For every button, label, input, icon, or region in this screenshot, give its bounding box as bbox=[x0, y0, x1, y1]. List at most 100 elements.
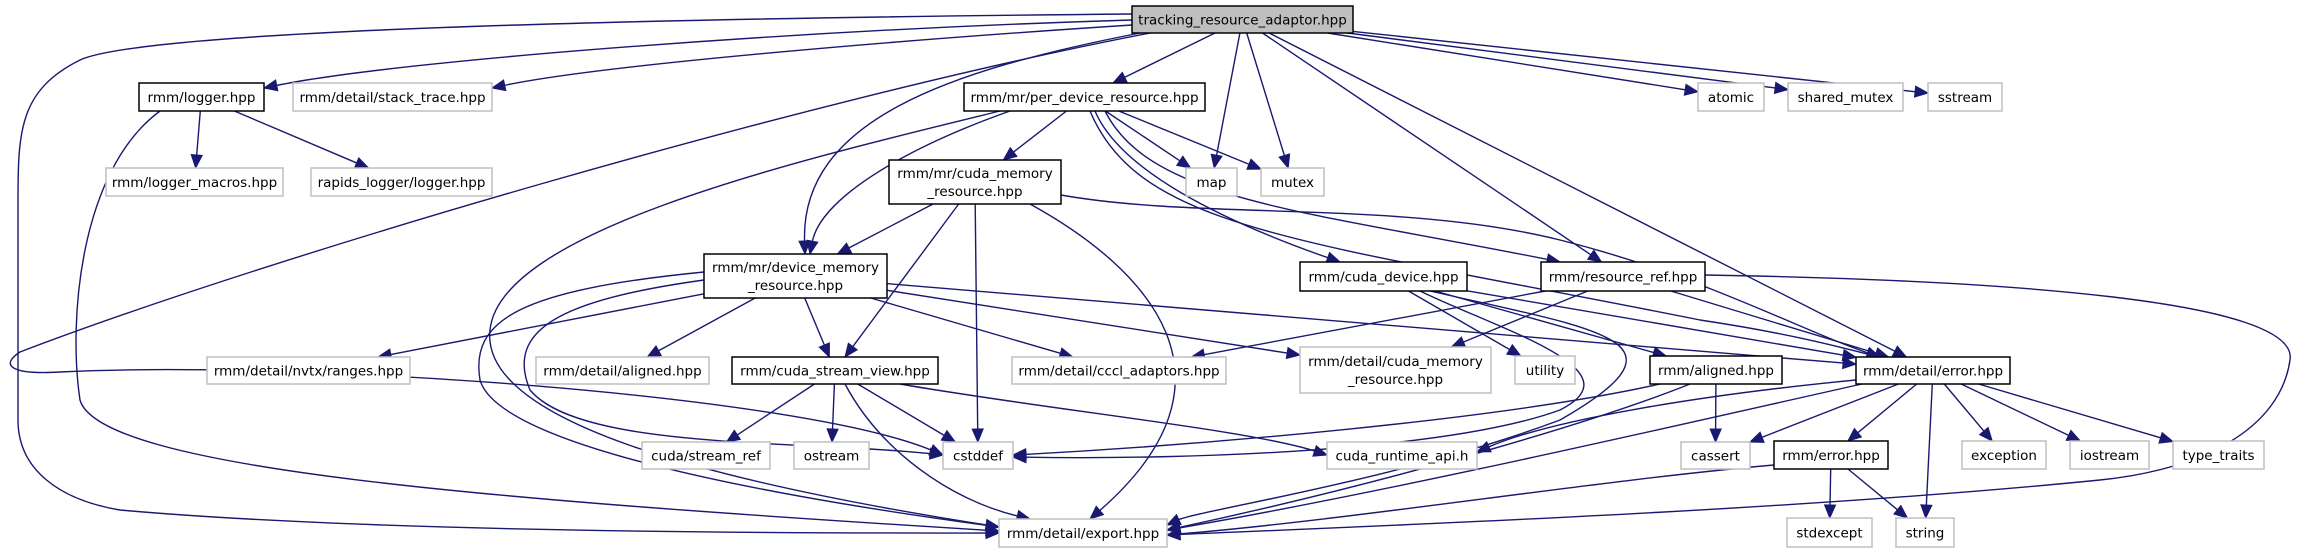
edge-aligned-to-cassert bbox=[1709, 383, 1722, 444]
node-box[interactable] bbox=[1773, 440, 1889, 470]
edge-line bbox=[195, 110, 201, 157]
node-resource-ref[interactable]: rmm/resource_ref.hpp bbox=[1540, 261, 1706, 292]
node-cccl-adaptors: rmm/detail/cccl_adaptors.hpp bbox=[1011, 356, 1227, 385]
edge-line bbox=[17, 13, 1133, 534]
edge-aligned-to-cstddef bbox=[1011, 383, 1661, 461]
node-box[interactable] bbox=[1649, 355, 1783, 385]
node-box bbox=[942, 441, 1014, 470]
node-box bbox=[1260, 167, 1325, 197]
edge-line bbox=[803, 32, 1141, 243]
edges-layer bbox=[9, 13, 2291, 541]
arrowhead-icon bbox=[836, 242, 853, 255]
node-box[interactable] bbox=[703, 253, 888, 299]
node-stdexcept: stdexcept bbox=[1786, 517, 1873, 548]
edge-line bbox=[1670, 290, 1878, 355]
edge-line bbox=[851, 203, 960, 348]
node-cuda-stream-view[interactable]: rmm/cuda_stream_view.hpp bbox=[731, 356, 939, 385]
edge-line bbox=[899, 383, 1316, 452]
edge-cuda_device-to-aligned bbox=[1434, 290, 1668, 359]
node-label: rmm/logger.hpp bbox=[148, 90, 256, 106]
arrowhead-icon bbox=[353, 156, 370, 169]
edge-line bbox=[1178, 274, 2291, 536]
node-box bbox=[2172, 440, 2265, 470]
edge-line bbox=[1178, 383, 1863, 529]
edge-device_mem_res-to-cccl_adaptors bbox=[870, 297, 1075, 360]
node-map: map bbox=[1185, 167, 1238, 197]
arrowhead-icon bbox=[798, 240, 811, 256]
node-cuda-device[interactable]: rmm/cuda_device.hpp bbox=[1299, 261, 1468, 292]
node-label: type_traits bbox=[2182, 448, 2254, 464]
node-label: mutex bbox=[1271, 175, 1314, 191]
edge-line bbox=[1104, 110, 1549, 261]
node-iostream: iostream bbox=[2069, 440, 2150, 470]
edge-per_device-to-mutex bbox=[1118, 110, 1263, 170]
edge-line bbox=[478, 271, 988, 527]
edge-root-to-map bbox=[1210, 32, 1241, 170]
node-device-mem-res[interactable]: rmm/mr/device_memory_resource.hpp bbox=[703, 253, 888, 299]
edge-root-to-per_device bbox=[1111, 32, 1216, 84]
edge-cuda_stream_view-to-cstddef bbox=[857, 383, 957, 443]
node-box[interactable] bbox=[1540, 261, 1706, 292]
node-box bbox=[2069, 440, 2150, 470]
arrowhead-icon bbox=[1709, 428, 1722, 444]
edge-line bbox=[1203, 290, 1546, 356]
edge-line bbox=[1060, 194, 1869, 354]
edge-detail_error-to-iostream bbox=[1960, 383, 2082, 442]
node-box bbox=[1299, 346, 1492, 394]
node-label: rmm/detail/export.hpp bbox=[1007, 526, 1159, 542]
edge-device_mem_res-to-export bbox=[478, 271, 1001, 532]
arrowhead-icon bbox=[262, 79, 279, 92]
node-box[interactable] bbox=[963, 82, 1206, 112]
node-box[interactable] bbox=[1299, 261, 1468, 292]
node-detail-error[interactable]: rmm/detail/error.hpp bbox=[1855, 356, 2011, 385]
arrowhead-icon bbox=[1450, 336, 1467, 348]
arrowhead-icon bbox=[646, 345, 663, 358]
edge-line bbox=[1925, 383, 1933, 507]
node-label: rmm/aligned.hpp bbox=[1658, 363, 1774, 379]
arrowhead-icon bbox=[190, 154, 203, 170]
node-aligned[interactable]: rmm/aligned.hpp bbox=[1649, 355, 1783, 385]
edge-line bbox=[1847, 468, 1899, 511]
arrowhead-icon bbox=[1285, 346, 1302, 360]
node-root[interactable]: tracking_resource_adaptor.hpp bbox=[1131, 5, 1354, 34]
edge-logger-to-logger_macros bbox=[190, 110, 203, 170]
node-box[interactable] bbox=[138, 82, 265, 112]
node-exception: exception bbox=[1961, 440, 2047, 470]
node-cuda-mem-res[interactable]: rmm/mr/cuda_memory_resource.hpp bbox=[888, 159, 1062, 205]
edge-line bbox=[657, 297, 756, 352]
node-box[interactable] bbox=[731, 356, 939, 385]
node-per-device[interactable]: rmm/mr/per_device_resource.hpp bbox=[963, 82, 1206, 112]
node-box[interactable] bbox=[1855, 356, 2011, 385]
edge-line bbox=[1347, 32, 1777, 89]
arrowhead-icon bbox=[2158, 431, 2175, 444]
node-label: tracking_resource_adaptor.hpp bbox=[1138, 13, 1347, 29]
edge-device_mem_res-to-detail_aligned bbox=[646, 297, 756, 358]
edge-cuda_mem_res-to-export bbox=[1029, 203, 1176, 520]
edge-line bbox=[1434, 290, 1655, 354]
edge-line bbox=[489, 110, 1001, 526]
edge-line bbox=[886, 282, 1845, 364]
arrowhead-icon bbox=[1175, 155, 1192, 169]
edge-root-to-stack_trace bbox=[490, 24, 1133, 92]
node-label: cassert bbox=[1691, 449, 1740, 465]
edge-per_device-to-cuda_mem_res bbox=[1002, 110, 1067, 161]
node-error[interactable]: rmm/error.hpp bbox=[1773, 440, 1889, 470]
node-box bbox=[998, 518, 1168, 548]
arrowhead-icon bbox=[1846, 427, 1863, 442]
node-stream-ref: cuda/stream_ref bbox=[641, 441, 771, 470]
node-label: cuda/stream_ref bbox=[651, 449, 762, 465]
arrowhead-icon bbox=[1246, 158, 1263, 170]
edge-cuda_stream_view-to-cuda_runtime_api bbox=[899, 383, 1329, 457]
edge-line bbox=[1262, 32, 1592, 256]
node-label: rmm/resource_ref.hpp bbox=[1549, 270, 1698, 286]
edge-line bbox=[857, 383, 946, 437]
arrowhead-icon bbox=[1748, 431, 1765, 443]
edge-line bbox=[831, 383, 836, 431]
arrowhead-icon bbox=[2065, 429, 2082, 442]
node-box[interactable] bbox=[888, 159, 1062, 205]
edge-line bbox=[1246, 32, 1286, 157]
node-box[interactable] bbox=[1131, 5, 1354, 34]
arrowhead-icon bbox=[1312, 444, 1329, 457]
node-logger[interactable]: rmm/logger.hpp bbox=[138, 82, 265, 112]
node-label: _resource.hpp bbox=[926, 184, 1022, 200]
